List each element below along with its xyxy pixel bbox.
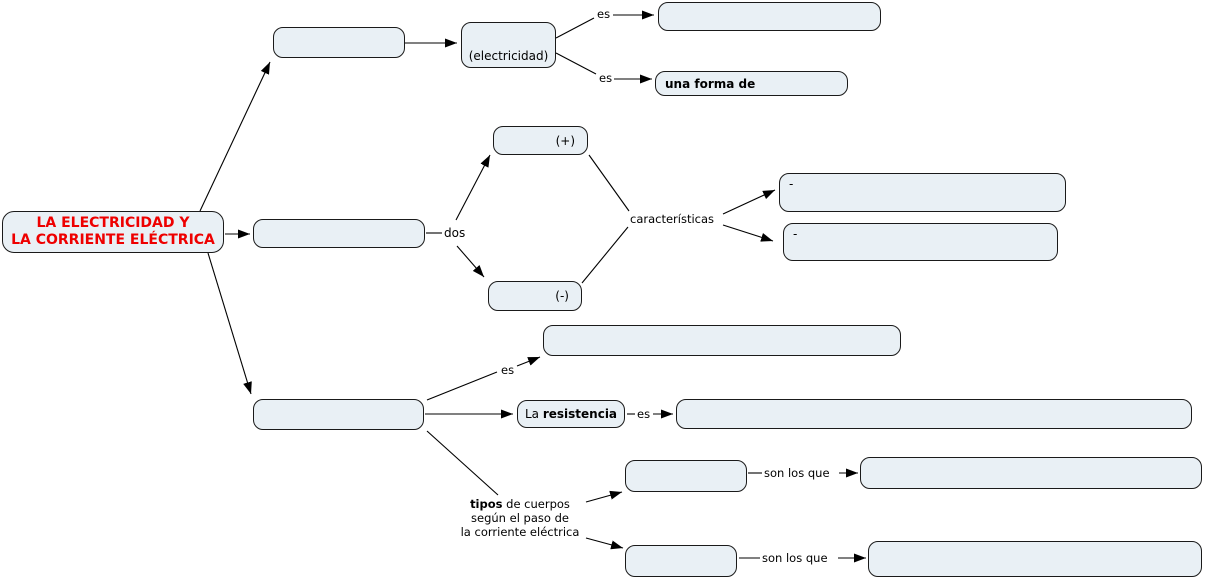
node-caracteristica-1[interactable]: - — [779, 173, 1066, 212]
link-line — [555, 17, 595, 39]
resistencia-text-normal: La — [524, 407, 543, 421]
link-line — [722, 189, 776, 215]
node-corriente-definition[interactable] — [543, 325, 901, 356]
link-line — [588, 154, 630, 212]
link-line — [207, 252, 252, 395]
link-line — [516, 356, 541, 367]
node-una-forma-de[interactable]: una forma de — [655, 71, 848, 96]
node-branch1-intro[interactable] — [273, 27, 405, 58]
link-label-es-branch3[interactable]: es — [501, 363, 515, 377]
tipos-line1: tipos de cuerpos — [450, 497, 590, 511]
link-line — [585, 490, 623, 503]
main-concept-node[interactable]: LA ELECTRICIDAD Y LA CORRIENTE ELÉCTRICA — [2, 211, 224, 253]
node-carga-positiva[interactable]: (+) — [493, 126, 588, 155]
node-branch2-intro[interactable] — [253, 219, 425, 248]
link-label-es-resistencia[interactable]: es — [637, 407, 651, 421]
link-line — [455, 154, 491, 221]
link-label-son-los-que-1[interactable]: son los que — [764, 466, 830, 480]
link-label-caracteristicas[interactable]: características — [630, 212, 715, 226]
node-caracteristica-2[interactable]: - — [783, 223, 1058, 261]
node-resistencia-definition[interactable] — [676, 399, 1192, 429]
link-line — [199, 61, 271, 212]
tipos-line3: la corriente eléctrica — [460, 525, 580, 539]
main-title-line1: LA ELECTRICIDAD Y — [36, 215, 190, 231]
node-carga-negativa[interactable]: (-) — [488, 281, 582, 311]
node-electricidad[interactable]: (electricidad) — [461, 22, 556, 68]
node-la-resistencia[interactable]: La resistencia — [517, 400, 625, 428]
resistencia-text-bold: resistencia — [542, 407, 618, 421]
tipos-line1-rest: de cuerpos — [502, 497, 570, 511]
node-tipo-1-definition[interactable] — [860, 457, 1202, 489]
node-branch3-intro[interactable] — [253, 399, 424, 430]
link-label-tipos[interactable]: tipos de cuerpos según el paso de la cor… — [450, 497, 590, 539]
link-label-es-bottom[interactable]: es — [599, 71, 613, 85]
link-line — [722, 224, 774, 242]
link-line — [456, 245, 485, 278]
node-tipo-2-definition[interactable] — [868, 541, 1202, 577]
node-electricidad-definition[interactable] — [658, 2, 881, 31]
node-tipo-cuerpo-1[interactable] — [625, 460, 747, 492]
link-line — [426, 371, 498, 401]
link-label-es-top[interactable]: es — [597, 7, 611, 21]
node-tipo-cuerpo-2[interactable] — [625, 545, 737, 577]
link-label-son-los-que-2[interactable]: son los que — [762, 551, 828, 565]
tipos-line2: según el paso de — [471, 511, 569, 525]
link-label-dos[interactable]: dos — [444, 226, 466, 240]
link-line — [426, 430, 499, 496]
link-line — [585, 537, 624, 550]
link-line — [581, 226, 629, 284]
main-title-line2: LA CORRIENTE ELÉCTRICA — [11, 232, 215, 248]
link-line — [555, 52, 597, 75]
tipos-word-bold: tipos — [470, 497, 503, 511]
